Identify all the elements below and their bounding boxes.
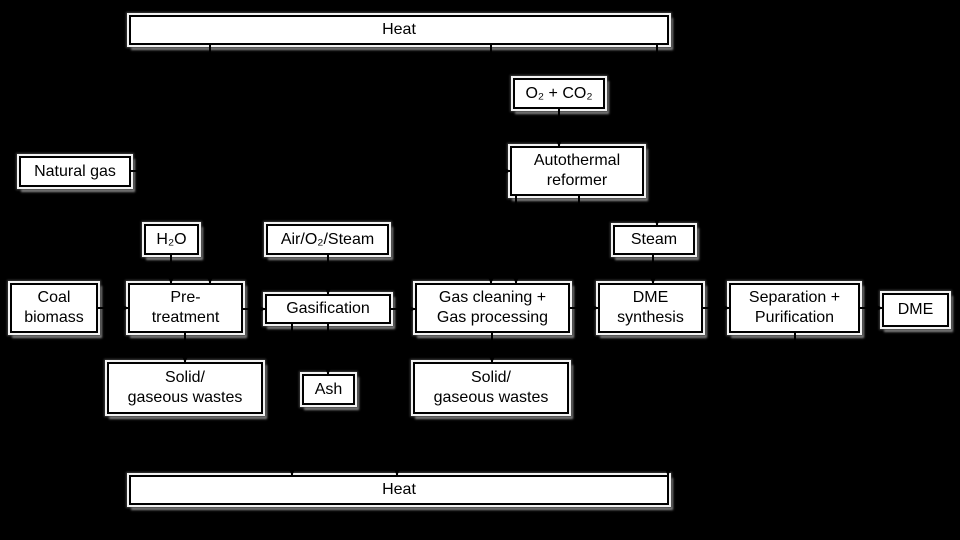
node-natural-gas: Natural gas [19, 156, 131, 187]
node-dme: DME [882, 293, 949, 327]
node-wastes-right: Solid/ gaseous wastes [413, 362, 569, 414]
node-wastes-left: Solid/ gaseous wastes [107, 362, 263, 414]
node-o2-co2: O₂ + CO₂ [513, 78, 605, 109]
node-air-o2-steam: Air/O₂/Steam [266, 224, 389, 255]
node-gasification: Gasification [265, 294, 391, 324]
node-heat-top: Heat [129, 15, 669, 45]
connector-separation-purification-to-heat-bottom [663, 333, 796, 476]
node-gas-cleaning: Gas cleaning + Gas processing [415, 283, 570, 333]
node-heat-bottom: Heat [129, 475, 669, 505]
node-ash: Ash [302, 374, 355, 405]
node-h2o: H₂O [144, 224, 199, 255]
node-pre-treatment: Pre- treatment [128, 283, 243, 333]
node-separation-purification: Separation + Purification [729, 283, 860, 333]
node-dme-synthesis: DME synthesis [598, 283, 703, 333]
node-steam: Steam [613, 225, 695, 255]
node-coal-biomass: Coal biomass [10, 283, 98, 333]
node-autothermal-reformer: Autothermal reformer [510, 146, 644, 196]
